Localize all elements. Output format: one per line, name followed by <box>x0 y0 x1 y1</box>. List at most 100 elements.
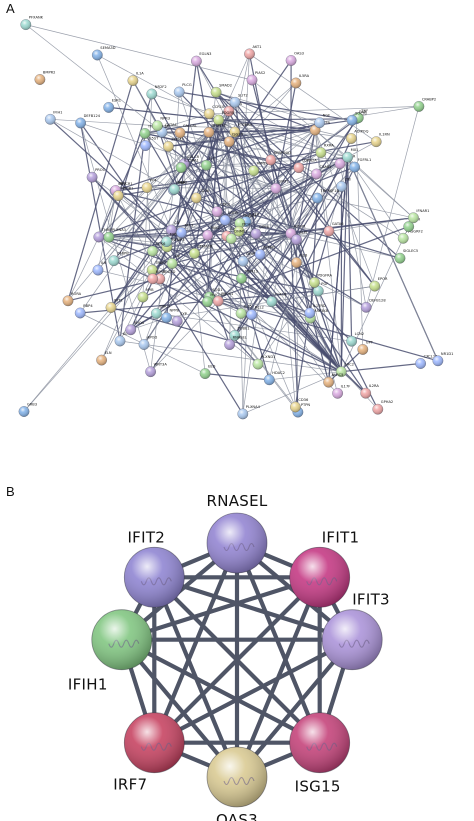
network-edge <box>181 232 242 314</box>
protein-node-shading <box>93 231 105 243</box>
network-edge <box>234 102 257 234</box>
protein-node: PLCG <box>173 83 192 98</box>
protein-node: IFNAR1 <box>408 209 429 224</box>
protein-node-shading <box>246 74 258 86</box>
network-edge <box>347 141 377 158</box>
protein-node-shading <box>360 388 371 399</box>
protein-node: CDKN2A <box>293 159 317 174</box>
protein-node: PF4 <box>141 179 157 193</box>
protein-node-label: NR2F2 <box>155 85 167 89</box>
panel-a-nodes: GRB3SOD1CCR10WNT3ACD1APGFHMOX1KLCDC2CALC… <box>18 16 454 420</box>
protein-node-shading <box>332 388 343 399</box>
protein-node-label: CRABP2 <box>422 97 436 101</box>
protein-ball-outline <box>289 712 351 774</box>
protein-node-shading <box>224 136 235 147</box>
protein-node-label: DEFB128 <box>369 298 386 302</box>
panel-a-network: GRB3SOD1CCR10WNT3ACD1APGFHMOX1KLCDC2CALC… <box>18 16 454 420</box>
protein-node-label: ISG20 <box>232 133 243 137</box>
protein-node-label: IL1B <box>300 254 308 258</box>
protein-ball-outline <box>289 546 351 608</box>
protein-node-shading <box>248 165 259 176</box>
network-edge <box>205 165 270 380</box>
protein-node: SEMA3D <box>91 46 116 61</box>
network-edge <box>207 156 348 236</box>
protein-node-label: TNFRSF1B <box>319 189 339 193</box>
protein-node-ifit1: IFIT1 <box>289 528 359 608</box>
protein-node: GFAP <box>237 252 256 267</box>
protein-node-shading <box>147 245 158 257</box>
protein-node-label: SEMA3D <box>100 46 115 50</box>
network-edge <box>97 190 117 271</box>
network-edge <box>242 173 317 262</box>
protein-node-label: IFIH1 <box>53 110 62 114</box>
protein-node: CCR10 <box>203 105 225 120</box>
network-edge <box>151 117 359 271</box>
protein-node-label: BCL2 <box>255 306 264 310</box>
protein-node-shading <box>147 273 158 284</box>
protein-node-label: SIGLEC5 <box>403 249 418 253</box>
protein-node: KL <box>114 332 127 347</box>
protein-node: IL5RA <box>290 74 310 89</box>
protein-node: ITCH <box>233 222 251 237</box>
protein-node: CXCL14 <box>415 355 438 369</box>
protein-node-label: HMOX1 <box>257 162 270 166</box>
protein-node: PLXND1 <box>252 355 275 370</box>
protein-node-shading <box>151 308 162 319</box>
protein-node: RHOA <box>125 321 145 336</box>
network-edge <box>195 119 220 199</box>
protein-node-shading <box>166 258 178 269</box>
protein-node-shading <box>145 366 156 377</box>
protein-node-shading <box>20 19 31 30</box>
protein-node-shading <box>103 102 114 113</box>
network-edge <box>240 312 342 373</box>
protein-node-label: EGLN3 <box>199 52 211 56</box>
protein-node-shading <box>349 161 360 173</box>
protein-node-label: GRB3 <box>27 403 37 407</box>
protein-label: ISG15 <box>295 778 341 796</box>
protein-node: SLIT2 <box>229 93 248 108</box>
network-edge <box>228 141 277 189</box>
protein-node-label: RNASEL <box>233 336 247 340</box>
network-edge <box>159 278 244 415</box>
protein-node-label: NR1D1 <box>441 352 454 356</box>
network-edge <box>328 157 348 232</box>
protein-node: GPT <box>357 340 374 355</box>
network-edge <box>91 176 208 303</box>
protein-node-label: EPOR <box>378 277 388 281</box>
protein-node-label: ITCH <box>242 222 251 226</box>
protein-node: PROS1 <box>212 292 233 307</box>
protein-node-label: TNFAIP3 <box>169 238 185 242</box>
protein-node: NPR1 <box>147 270 165 285</box>
protein-node-shading <box>210 87 222 98</box>
network-edge <box>295 239 342 372</box>
protein-node: OAS3 <box>285 52 304 66</box>
protein-node-label: TRIM24 <box>242 214 257 218</box>
protein-node: PDGFRA <box>309 274 333 288</box>
protein-node: DEFB124 <box>75 114 101 129</box>
protein-node: C3 <box>165 221 179 236</box>
network-edge <box>159 141 230 280</box>
protein-node-shading <box>174 86 185 98</box>
protein-node-label: IL2RA <box>369 384 380 388</box>
network-edge <box>255 233 342 372</box>
protein-node-shading <box>226 233 237 244</box>
network-edge <box>314 130 330 232</box>
protein-node-label: PTPN <box>301 403 311 407</box>
protein-node-shading <box>86 172 98 183</box>
protein-node-label: TUBE1 <box>237 326 250 330</box>
protein-node-label: DEFB124 <box>84 114 101 118</box>
protein-node: GPHA2 <box>372 400 393 415</box>
network-edge <box>108 106 316 131</box>
protein-node: PIAS2 <box>246 71 265 86</box>
protein-node: PTGER4 <box>229 123 253 138</box>
protein-node-shading <box>372 404 383 415</box>
protein-node-shading <box>293 162 304 173</box>
protein-node-label: CCR10 <box>212 105 225 109</box>
protein-node-shading <box>113 190 124 201</box>
protein-node-shading <box>140 140 151 151</box>
protein-node-shading <box>172 316 183 327</box>
network-edge <box>234 131 257 234</box>
protein-node-ifit3: IFIT3 <box>321 591 390 671</box>
protein-ball-shading <box>289 712 350 773</box>
